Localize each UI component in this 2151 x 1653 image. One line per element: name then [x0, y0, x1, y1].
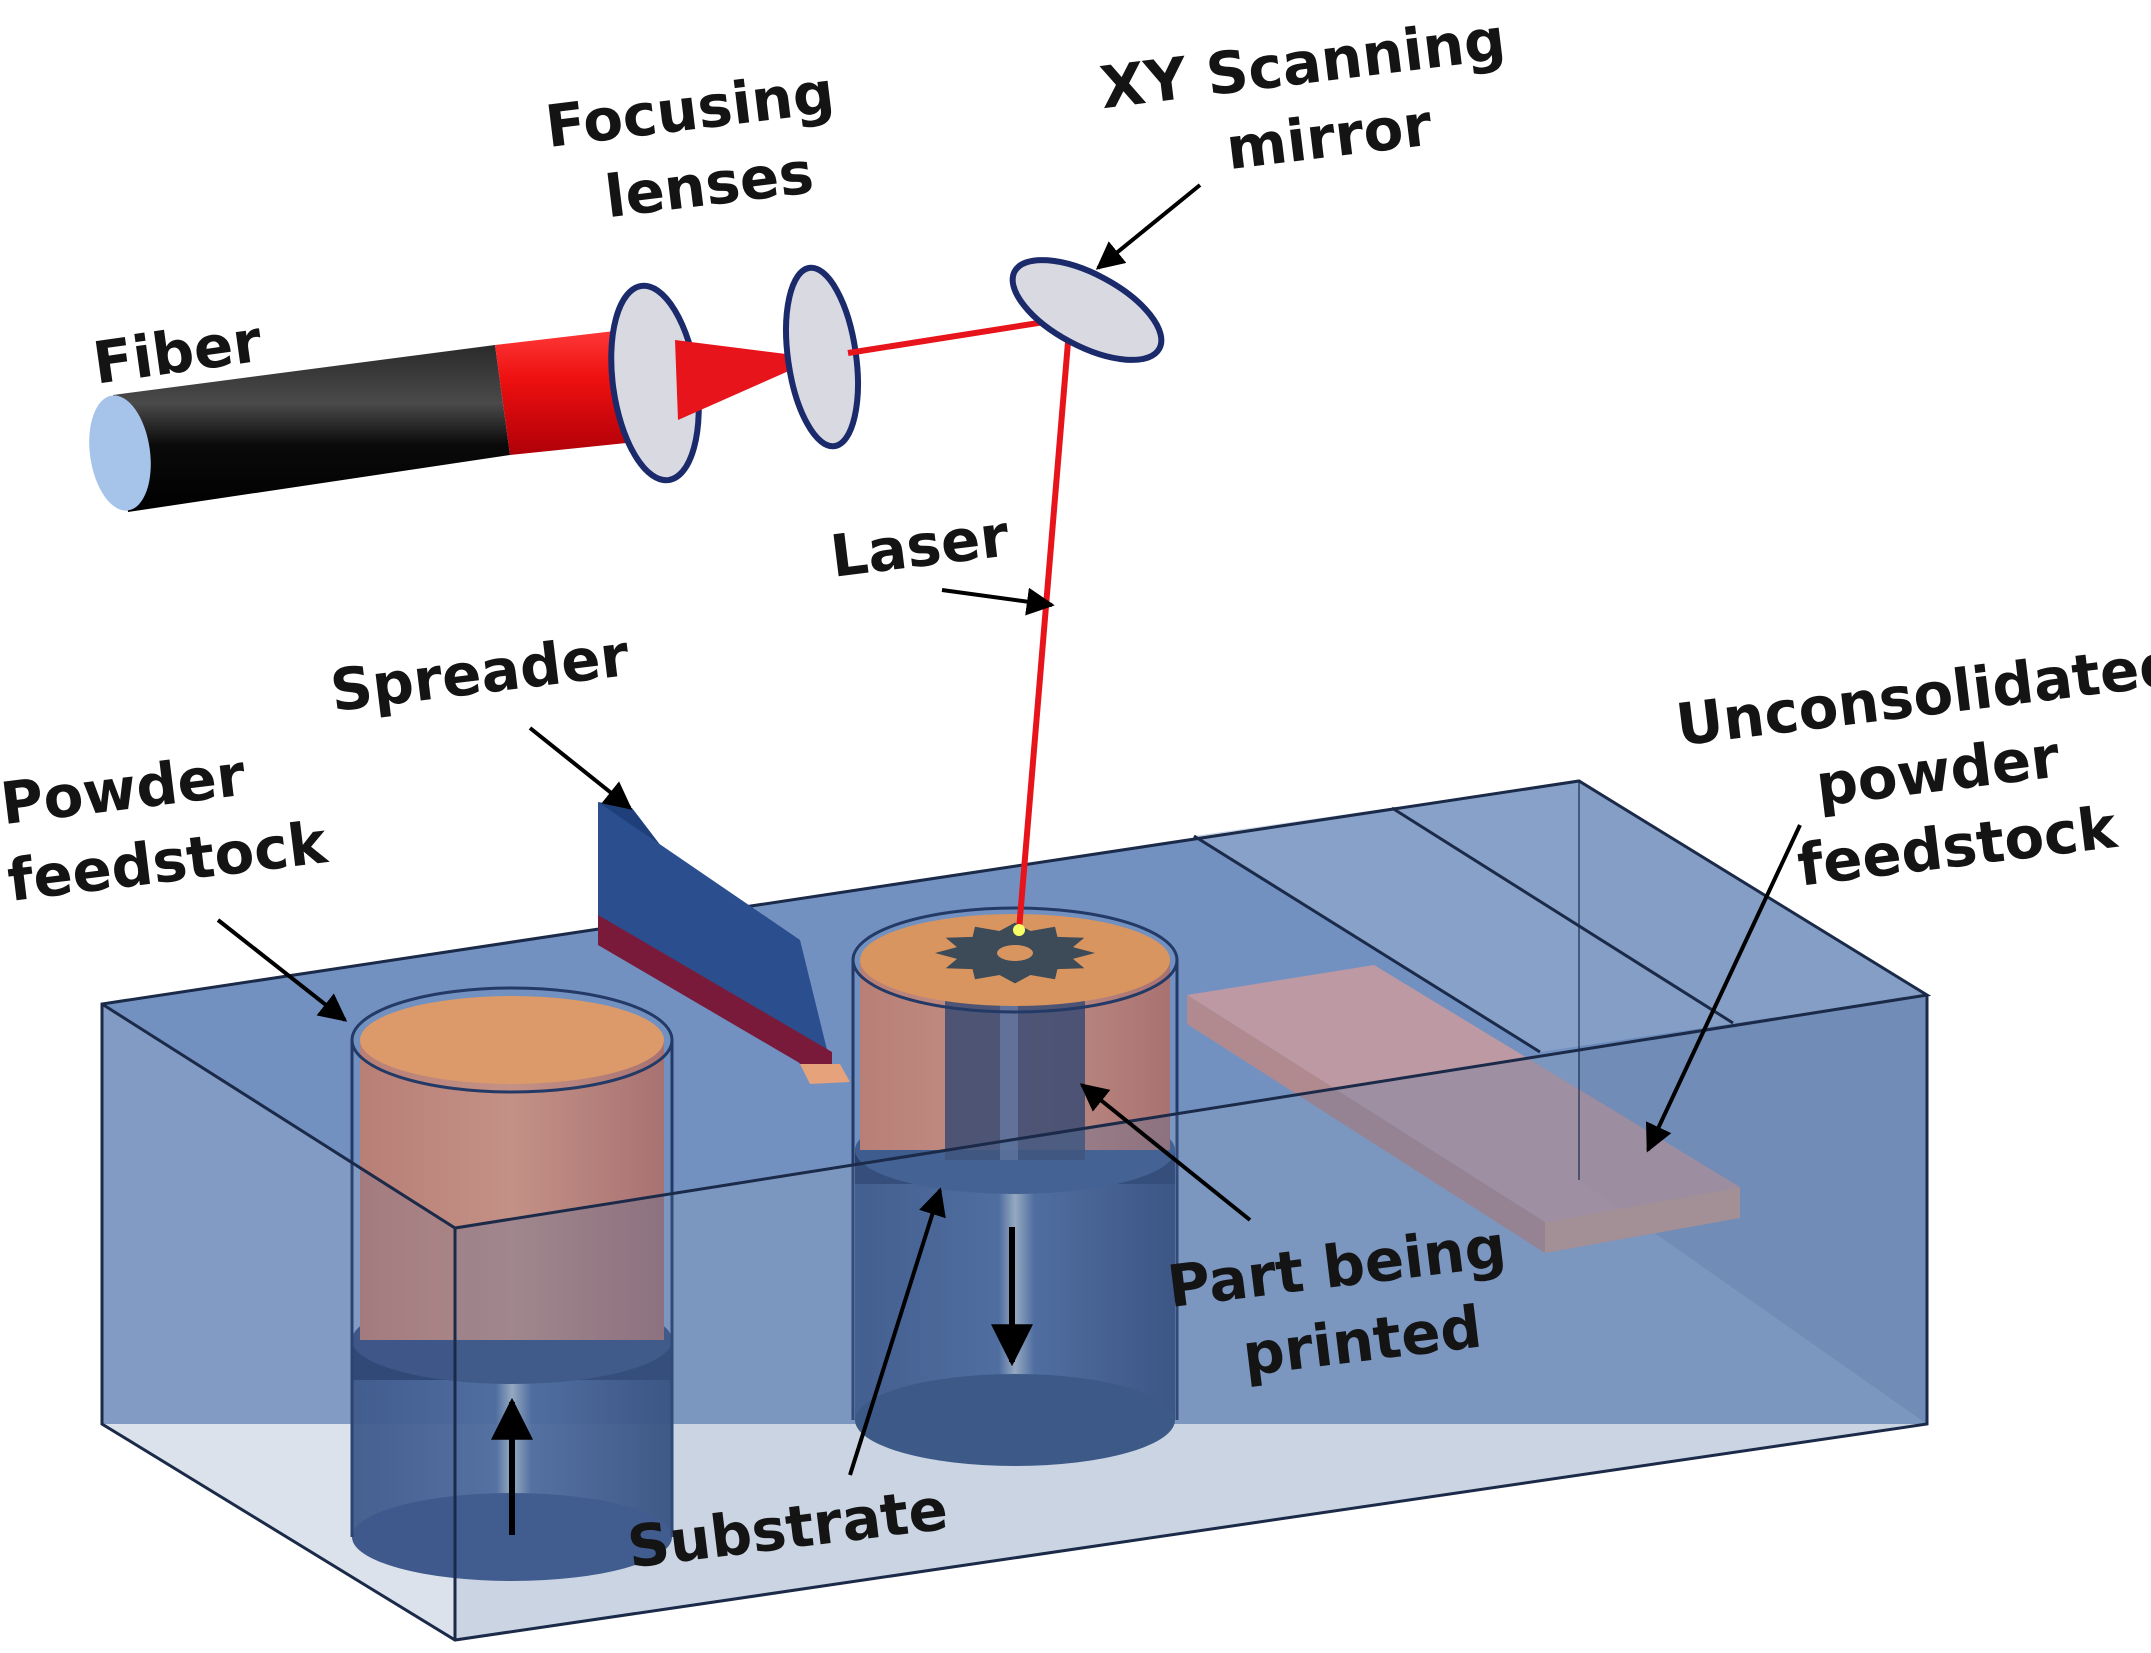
- laser-beam-to-part: [1016, 317, 1073, 931]
- focusing-lenses: [608, 264, 861, 484]
- lens-2: [783, 264, 861, 450]
- unconsolidated-pointer-arrow: [1645, 824, 1802, 1153]
- label-powder-feedstock: Powder feedstock: [0, 732, 332, 915]
- label-spreader: Spreader: [327, 621, 633, 725]
- build-box-edges: [100, 779, 1932, 1642]
- build-box-left-face: [102, 1004, 455, 1640]
- part-highlight: [1000, 960, 1018, 1160]
- laser-beam-focusing: [675, 340, 818, 420]
- powder-slab-top: [1187, 965, 1740, 1222]
- spreader-pointer-arrow: [528, 726, 633, 810]
- xy-scanning-mirror: [1009, 257, 1165, 363]
- feed-piston-bottom: [352, 1493, 672, 1581]
- laser-path: [847, 315, 1073, 936]
- build-box-back-panel: [1194, 781, 1927, 1052]
- laser-pointer-arrow: [941, 587, 1055, 616]
- powder-slab-front: [1187, 995, 1545, 1253]
- part-pointer-arrow: [1079, 1083, 1252, 1222]
- label-laser: Laser: [827, 501, 1013, 590]
- mirror-pointer-arrow: [1095, 183, 1202, 270]
- melt-spot: [1013, 924, 1025, 936]
- label-xy-scanning-mirror: XY Scanning mirror: [1096, 3, 1538, 198]
- fiber-body: [113, 345, 510, 512]
- spreader-powder-tip: [800, 1064, 850, 1084]
- build-piston-bottom: [855, 1374, 1175, 1466]
- label-xy-scanning-mirror-line2: mirror: [1223, 91, 1436, 184]
- label-focusing-lenses-line2: lenses: [601, 138, 817, 231]
- laser-beam-to-mirror: [847, 315, 1071, 356]
- build-box-divider: [1391, 806, 1734, 1025]
- powder-slab-side: [1545, 1187, 1740, 1253]
- spreader-edge: [598, 915, 832, 1082]
- label-arrows: [216, 183, 1802, 1476]
- build-box-front: [100, 779, 1932, 1642]
- powder-feedstock-pointer-arrow: [216, 918, 348, 1022]
- feed-powder-column: [360, 1040, 664, 1340]
- spreader: [598, 802, 850, 1084]
- feed-powder-top: [360, 996, 664, 1084]
- fiber-end: [89, 395, 151, 511]
- label-focusing-lenses: Focusing lenses: [542, 56, 868, 238]
- unconsolidated-powder-slab: [1187, 965, 1740, 1253]
- build-box-divider: [1193, 834, 1541, 1054]
- label-xy-scanning-mirror-line1: XY Scanning: [1096, 5, 1509, 122]
- build-box-front-face: [455, 995, 1927, 1640]
- part-center-hole: [997, 945, 1033, 961]
- spreader-blade: [598, 802, 832, 1070]
- label-unconsolidated-powder-feedstock: Unconsolidated powder feedstock: [1672, 628, 2151, 913]
- substrate-pointer-arrow: [848, 1187, 946, 1476]
